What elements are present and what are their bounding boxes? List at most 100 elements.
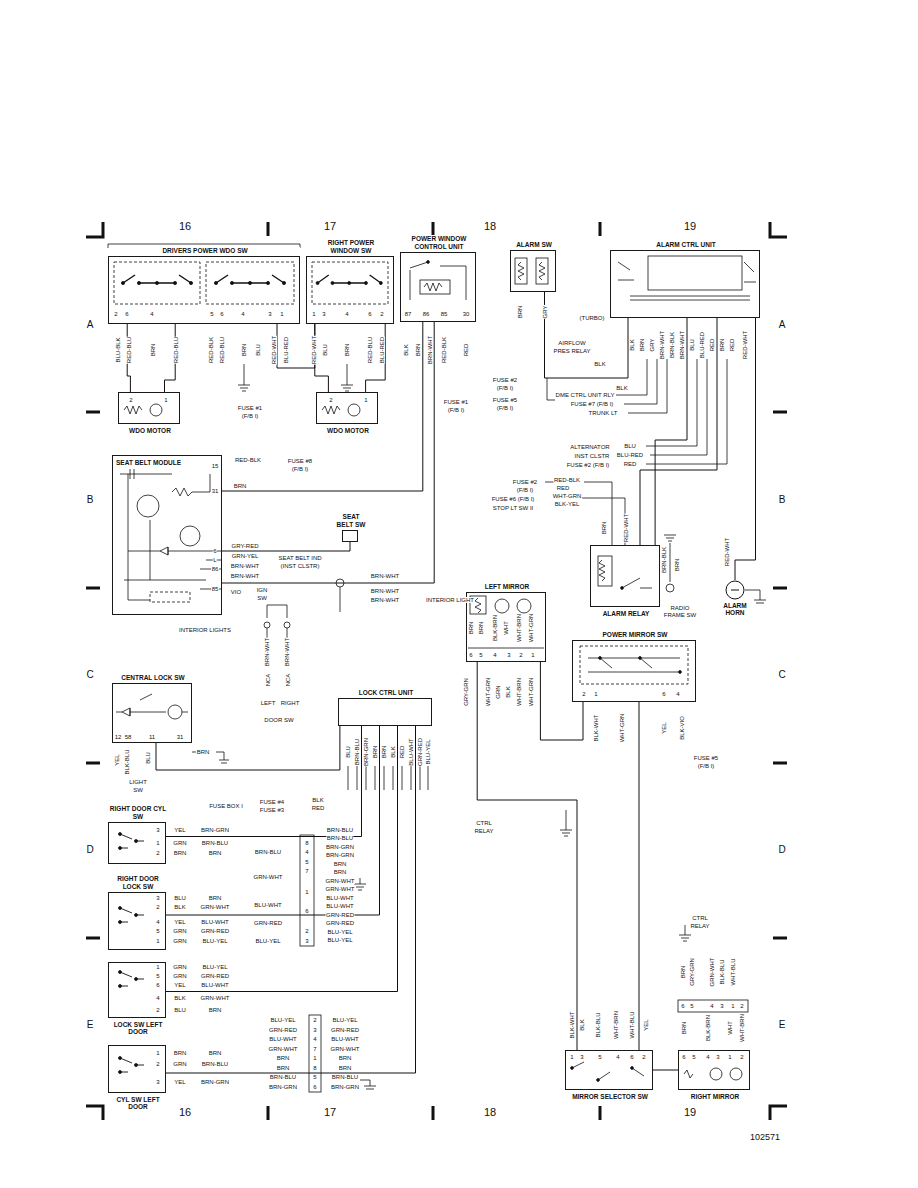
pin-number: 8 [313,1065,317,1071]
wire-label: BLU [255,344,261,357]
symbol-circle [639,657,642,660]
pin-number: 3 [580,1054,584,1060]
wire-label: (F/B I) [516,487,534,493]
wire-line [116,708,166,716]
wire-label: BRN [333,869,347,875]
symbol-rect [598,556,612,586]
symbol-circle [666,584,674,592]
wire-label: BRN-BLU [331,1074,358,1080]
wire-label: C [778,670,786,680]
wire-label: BLK-VIO [679,716,685,741]
horn-mark [731,590,739,591]
wire-label: BLU-WHT [331,1036,359,1042]
pin-number: 1 [164,397,168,403]
wire-label: WHT-GRN [552,493,582,499]
symbol-rect [536,258,548,284]
pin-number: 2 [329,397,333,403]
wire-label: FUSE #5 [492,397,517,403]
wire-label: IGN [256,587,268,593]
component-box: SEAT BELT SW [342,530,358,542]
pin-number: 2 [156,1061,160,1067]
component-title: MIRROR SELECTOR SW [565,1093,655,1100]
pin-number: 58 [124,734,132,740]
symbol-circle [284,622,290,628]
wire-label: WHT-BRN [516,614,522,643]
pin-number: 5 [692,1054,696,1060]
symbol-instance [119,971,145,988]
wire-label: BRN [372,745,378,759]
wire-label: INTERIOR LIGHT [425,597,474,603]
pin-number: 5 [313,1074,317,1080]
wire-label: BLU-YEL [270,1017,296,1023]
wire-label: (INST CLSTR) [280,563,320,569]
wire-label: BLK [174,904,186,910]
pin-number: 87 [404,311,412,317]
wire-connector [166,726,416,1073]
wire-label: BRN [276,1065,290,1071]
wire-label: LIGHT [129,779,148,785]
wire-label: GRN-WHT [253,874,283,880]
wire-label: BLK-BRN [705,1014,711,1041]
wire-label: BRN [173,850,187,856]
wire-label: BRN-BLU [326,827,353,833]
wire-label: BRN-GRN [269,1084,298,1090]
wire-label: RELAY [474,828,494,834]
wire-label: BLK-BRN [492,614,498,641]
wire-label: BRN-BLK [669,331,675,358]
component-title: RIGHT MIRROR [679,1093,751,1100]
wire-label: BRN [338,1065,352,1071]
wire-label: LEFT [260,700,276,706]
wire-label: WHT [503,621,509,636]
wire-label: BLU-RED [616,452,643,458]
pin-number: 4 [493,652,497,658]
wire-label: BRN [173,1050,187,1056]
component-title: LOCK CTRL UNIT [341,689,431,696]
wire-line [268,1106,600,1120]
wire-line [341,364,353,391]
wire-label: BLK [312,797,324,803]
wire-line [770,222,787,237]
wire-label: WHT [727,1021,733,1036]
wire-label: FUSE #1 [443,399,468,405]
pin-number: 2 [642,1054,646,1060]
wire-line [86,222,103,237]
wire-label: GRN [173,928,187,934]
wire-label: AIRFLOW [558,340,586,346]
pin-number: 5 [690,1003,694,1009]
wire-label: BLU-WHT [201,982,229,988]
pin-number: 2 [740,1054,744,1060]
pin-number: 1 [312,311,316,317]
symbol-circle [679,671,682,674]
component-box: ALARM SW [510,250,556,292]
wire-label: BRN-WHT [230,573,259,579]
wire-label: GRN [173,1061,187,1067]
pin-number: 31 [211,488,219,494]
wire-connector [545,292,629,378]
wire-label: BLU [174,895,187,901]
component-box: SEAT BELT MODULE [112,455,222,615]
component-title: SEAT BELT MODULE [116,459,186,466]
symbol-circle [495,599,509,613]
wire-line [172,474,210,496]
wire-label: BRN [344,343,350,357]
wire-label: TRUNK LT [588,410,618,416]
wire-label: GRY-GRN [689,958,695,987]
wire-label: BRN [517,305,523,319]
component-title: CYL SW LEFT DOOR [108,1096,168,1111]
wire-label: RED [623,461,637,467]
wire-label: BLU-RED [379,336,385,363]
wire-label: WHT-GRN [528,613,534,643]
component-title: ALARM SW [514,241,554,248]
pin-number: 17 [323,1107,336,1118]
pin-number: 4 [156,919,160,925]
wire-label: BRN-WHT [230,563,259,569]
pin-number: 4 [313,1036,317,1042]
wire-label: BLK [594,361,606,367]
wire-label: BRN-BLU [269,1074,296,1080]
wire-label: (F/B I) [291,466,309,472]
wire-label: RED-WHT [742,330,748,359]
wire-connector [222,322,434,583]
wire-label: NCA [265,673,271,687]
wire-line [268,222,600,236]
